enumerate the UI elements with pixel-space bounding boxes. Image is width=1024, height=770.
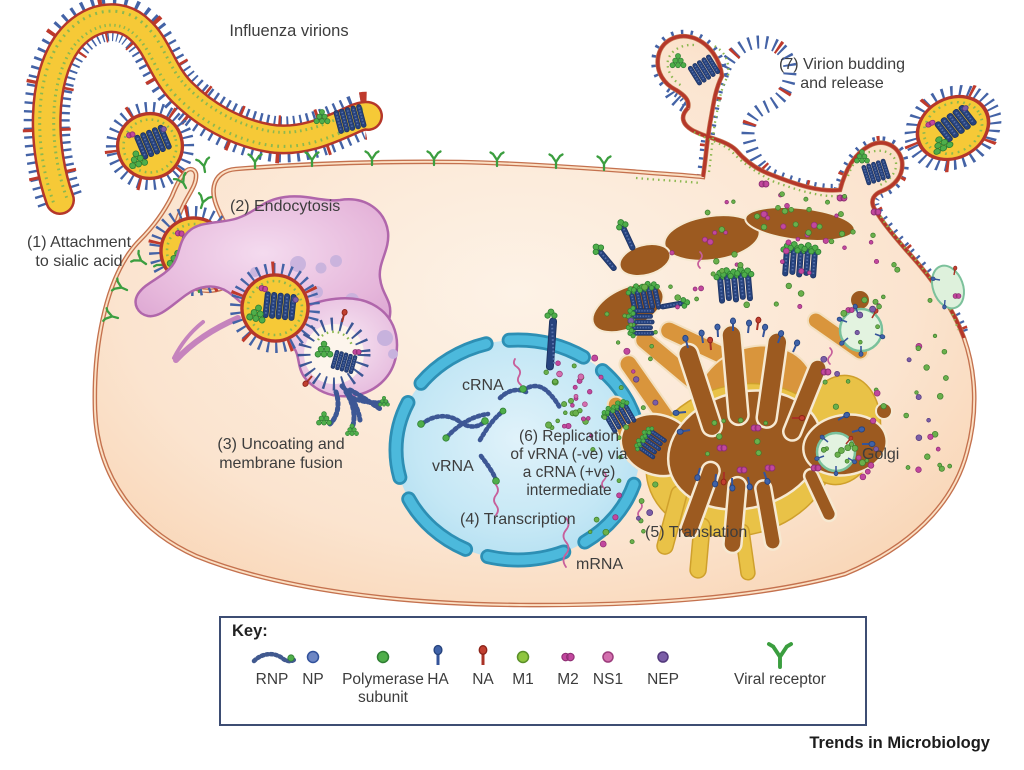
label-uncoating: (3) Uncoating and membrane fusion: [217, 436, 345, 472]
label-influenza-virions: Influenza virions: [229, 22, 349, 40]
label-crna: cRNA: [462, 377, 504, 394]
key-label-polymerase: Polymerase subunit: [342, 671, 424, 706]
exporting-rnp: [544, 308, 558, 371]
key-label-m2: M2: [557, 671, 579, 688]
rnp-segments: [419, 383, 563, 483]
label-attachment: (1) Attachment to sialic acid: [26, 234, 132, 270]
key-box: [219, 616, 867, 726]
label-vrna: vRNA: [432, 458, 474, 475]
label-transcription: (4) Transcription: [460, 511, 576, 528]
key-label-ns1: NS1: [592, 671, 624, 688]
label-budding: (7) Virion budding and release: [778, 56, 905, 92]
key-title: Key:: [232, 622, 268, 640]
key-label-viral-receptor: Viral receptor: [734, 671, 826, 688]
key-label-na: NA: [472, 671, 494, 688]
polymerase-icon: [376, 650, 390, 664]
key-label-nep: NEP: [647, 671, 679, 688]
np-icon: [306, 650, 320, 664]
m2-icon: [561, 652, 575, 662]
label-translation: (5) Translation: [645, 524, 748, 541]
cytoplasmic-mrna: [601, 251, 833, 519]
m1-icon: [516, 650, 530, 664]
fusing-virion: [297, 307, 371, 391]
label-endocytosis: (2) Endocytosis: [230, 198, 341, 215]
mrna-strand: [493, 358, 570, 568]
key-label-m1: M1: [512, 671, 534, 688]
key-label-np: NP: [302, 671, 324, 688]
key-label-rnp: RNP: [255, 671, 289, 688]
protein-dots-layer: [543, 191, 953, 548]
label-replication: (6) Replication of vRNA (-ve) via a cRNA…: [510, 428, 628, 500]
label-golgi: Golgi: [862, 446, 900, 463]
label-mrna: mRNA: [576, 556, 624, 573]
journal-title: Trends in Microbiology: [809, 734, 990, 752]
matrix-layer: [635, 43, 960, 331]
ns1-icon: [602, 651, 614, 663]
filamentous-virion: [22, 0, 383, 215]
key-label-ha: HA: [427, 671, 449, 688]
rnp-icon: [251, 651, 298, 664]
nep-icon: [657, 651, 669, 663]
